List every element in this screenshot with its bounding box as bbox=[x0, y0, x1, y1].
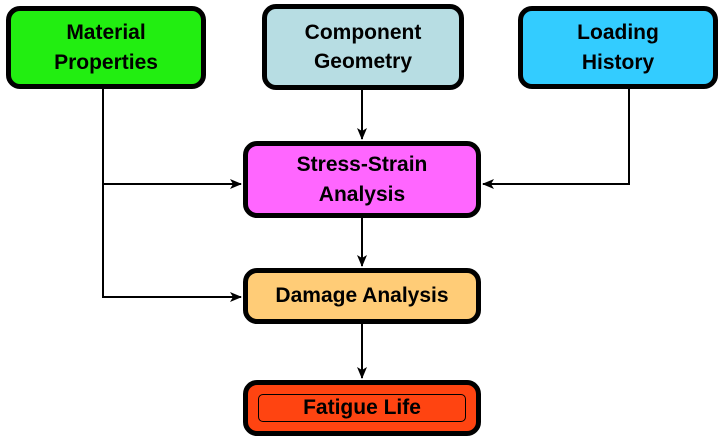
edge-loading-to-stress bbox=[482, 89, 630, 189]
node-fatigue-life-inner-frame bbox=[258, 394, 466, 422]
node-component-geometry: Component Geometry bbox=[262, 4, 464, 90]
node-damage-analysis: Damage Analysis bbox=[243, 268, 481, 324]
edge-material-to-damage bbox=[102, 184, 242, 302]
node-loading-history: Loading History bbox=[518, 6, 718, 89]
node-damage-analysis-label: Damage Analysis bbox=[275, 284, 449, 308]
node-stress-strain-analysis: Stress-Strain Analysis bbox=[243, 141, 481, 218]
node-material-properties: Material Properties bbox=[6, 6, 206, 89]
node-loading-history-label: Loading History bbox=[577, 21, 659, 74]
edge-material-to-stress bbox=[102, 89, 242, 189]
node-fatigue-life-label: Fatigue Life bbox=[303, 396, 421, 420]
node-fatigue-life: Fatigue Life bbox=[243, 380, 481, 436]
node-material-properties-label: Material Properties bbox=[54, 21, 158, 74]
node-component-geometry-label: Component Geometry bbox=[304, 20, 422, 73]
node-stress-strain-analysis-label: Stress-Strain Analysis bbox=[296, 153, 428, 206]
